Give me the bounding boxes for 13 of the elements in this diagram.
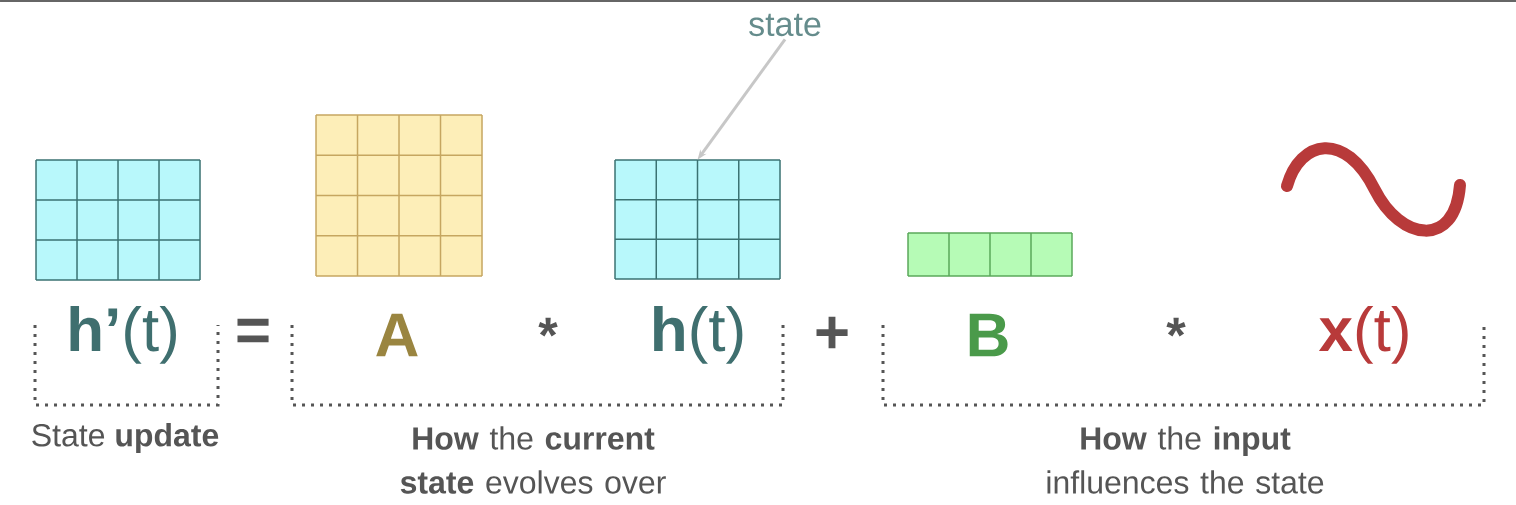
formula-term: B bbox=[969, 313, 1008, 357]
caption: How the current state evolves over bbox=[400, 426, 666, 494]
operator: * bbox=[1166, 317, 1186, 337]
formula-term: x(t) bbox=[1318, 306, 1408, 364]
operator: + bbox=[816, 316, 848, 349]
formula-term: h’(t) bbox=[70, 306, 176, 364]
matrix-drawing bbox=[614, 159, 781, 280]
operator: * bbox=[538, 317, 558, 337]
caption: State update bbox=[32, 423, 219, 453]
formula-term: A bbox=[376, 313, 418, 357]
caption: How the input influences the state bbox=[1047, 426, 1324, 494]
operator: = bbox=[237, 318, 269, 343]
state-label: state bbox=[749, 13, 821, 37]
